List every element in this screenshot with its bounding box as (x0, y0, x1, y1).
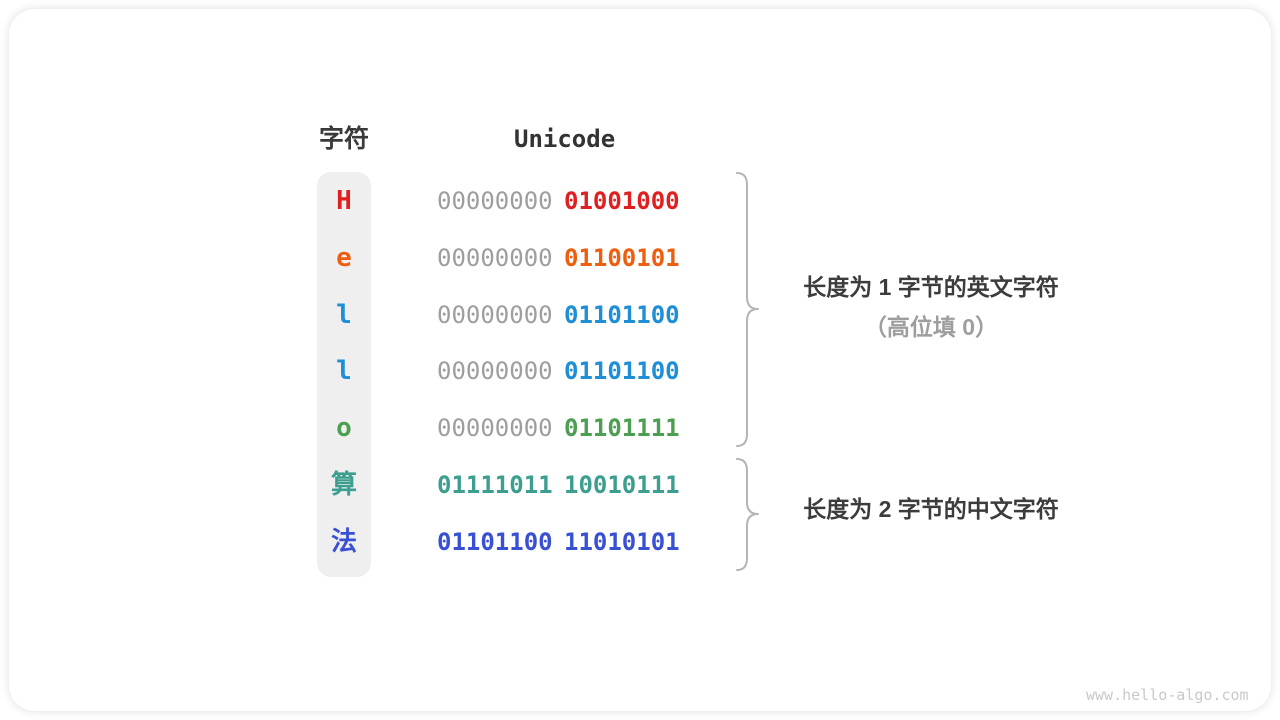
annotation-english-line1: 长度为 1 字节的英文字符 (803, 274, 1059, 300)
column-header-character: 字符 (318, 125, 369, 153)
low-byte-cell: 01100101 (564, 244, 680, 272)
char-cell: 算 (330, 470, 357, 500)
high-byte-cell: 01101100 (437, 528, 553, 556)
high-byte-cell: 01111011 (437, 471, 553, 499)
watermark-url: www.hello-algo.com (1086, 686, 1249, 704)
high-byte-cell: 00000000 (437, 357, 553, 385)
char-cell: o (336, 413, 352, 443)
low-byte-cell: 01101111 (564, 414, 680, 442)
character-column-background (317, 172, 371, 577)
brace-chinese-chars (736, 458, 759, 571)
annotation-english-line2: （高位填 0） (863, 314, 999, 340)
table-row: 算 01111011 10010111 (9, 469, 1271, 501)
low-byte-cell: 01001000 (564, 187, 680, 215)
brace-english-chars (736, 172, 759, 447)
high-byte-cell: 00000000 (437, 414, 553, 442)
low-byte-cell: 10010111 (564, 471, 680, 499)
low-byte-cell: 01101100 (564, 357, 680, 385)
low-byte-cell: 01101100 (564, 301, 680, 329)
char-cell: H (336, 186, 352, 216)
high-byte-cell: 00000000 (437, 244, 553, 272)
table-row: 法 01101100 11010101 (9, 526, 1271, 558)
diagram-card: 字符 Unicode H 00000000 01001000 e 00000000 011… (9, 9, 1271, 711)
high-byte-cell: 00000000 (437, 187, 553, 215)
table-row: e 00000000 01100101 (9, 242, 1271, 274)
char-cell: l (336, 300, 352, 330)
char-cell: 法 (330, 527, 357, 557)
column-header-unicode: Unicode (514, 125, 616, 153)
table-row: l 00000000 01101100 (9, 355, 1271, 387)
low-byte-cell: 11010101 (564, 528, 680, 556)
high-byte-cell: 00000000 (437, 301, 553, 329)
annotation-english: 长度为 1 字节的英文字符 （高位填 0） (781, 270, 1081, 344)
annotation-chinese-line1: 长度为 2 字节的中文字符 (803, 496, 1059, 522)
char-cell: e (336, 243, 352, 273)
table-row: o 00000000 01101111 (9, 412, 1271, 444)
char-cell: l (336, 356, 352, 386)
grouping-braces (736, 172, 759, 571)
table-row: H 00000000 01001000 (9, 185, 1271, 217)
table-row: l 00000000 01101100 (9, 299, 1271, 331)
annotation-chinese: 长度为 2 字节的中文字符 (781, 492, 1081, 526)
